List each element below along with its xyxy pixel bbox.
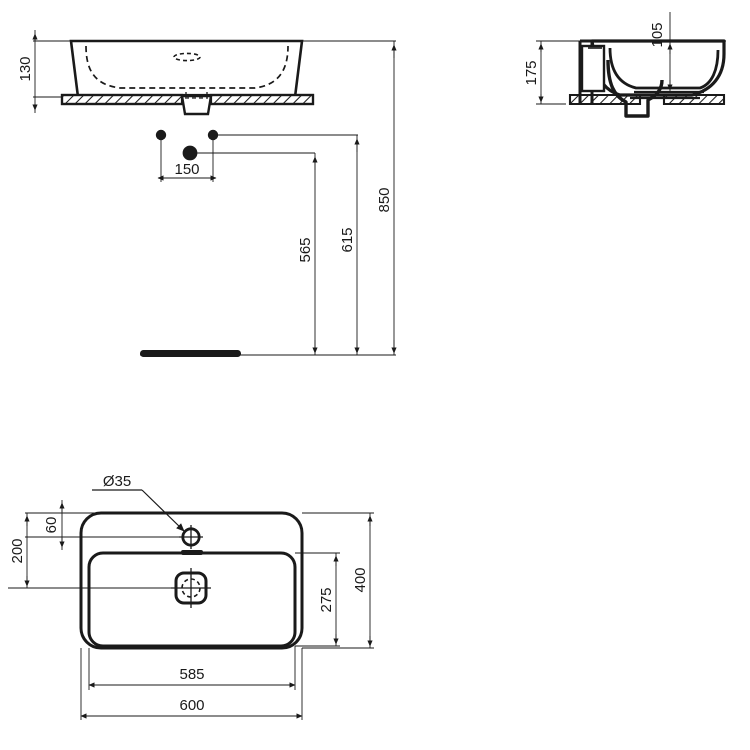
dimension-taphole-setback: 60 bbox=[43, 500, 65, 550]
basin-body-outline bbox=[69, 39, 304, 99]
dimension-rear-to-waste: 200 bbox=[9, 513, 30, 588]
dimension-waste-height: 565 bbox=[297, 153, 318, 355]
dimension-rim-height: 850 bbox=[376, 41, 397, 355]
side-elevation-view: 175 105 bbox=[523, 12, 726, 118]
dimension-overall-width: 600 bbox=[80, 697, 303, 719]
dimension-bowl-depth-plan: 275 bbox=[318, 553, 339, 646]
tap-hole bbox=[179, 525, 203, 549]
dimension-basin-height: 130 bbox=[17, 30, 38, 113]
dimension-bowl-depth: 105 bbox=[649, 12, 673, 92]
dim-label-850: 850 bbox=[376, 187, 393, 212]
dimension-overall-depth: 400 bbox=[352, 513, 373, 648]
waste-trap bbox=[180, 94, 213, 116]
tap-hole-callout: Ø35 bbox=[92, 473, 185, 532]
dim-label-diameter-35: Ø35 bbox=[103, 473, 131, 490]
dim-label-130: 130 bbox=[17, 56, 34, 81]
dim-label-200: 200 bbox=[9, 538, 26, 563]
dimension-supply-spacing: 150 bbox=[157, 161, 217, 181]
side-rear-cavity bbox=[580, 44, 606, 93]
dim-label-585: 585 bbox=[179, 666, 204, 683]
callout-leader-arrow bbox=[141, 489, 185, 532]
dim-label-150: 150 bbox=[174, 161, 199, 178]
dim-label-105: 105 bbox=[649, 22, 666, 47]
dim-label-400: 400 bbox=[352, 567, 369, 592]
bowl-hidden-outline bbox=[85, 45, 289, 89]
dimension-bowl-width: 585 bbox=[88, 666, 296, 688]
waste-trap-hidden-sides bbox=[185, 92, 208, 98]
side-waste-trap bbox=[606, 59, 664, 118]
front-elevation-view: 130 150 565 615 bbox=[17, 30, 397, 357]
dim-label-175: 175 bbox=[523, 60, 540, 85]
plan-view: Ø35 60 200 275 bbox=[8, 473, 374, 720]
overflow-slot bbox=[181, 550, 203, 555]
dim-label-275: 275 bbox=[318, 587, 335, 612]
dimension-side-height: 175 bbox=[523, 41, 544, 104]
dim-label-600: 600 bbox=[179, 697, 204, 714]
floor-line bbox=[140, 350, 241, 357]
dimension-supply-height: 615 bbox=[339, 135, 360, 355]
dim-label-60: 60 bbox=[43, 517, 60, 534]
dim-label-565: 565 bbox=[297, 237, 314, 262]
overflow-slot bbox=[173, 52, 201, 62]
dim-label-615: 615 bbox=[339, 227, 356, 252]
